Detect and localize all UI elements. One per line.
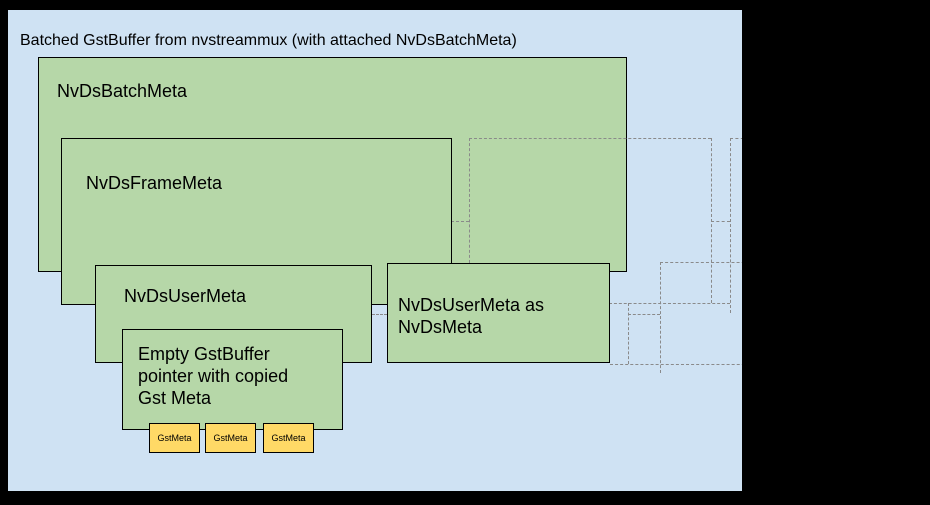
ghost-frame2-outline-top xyxy=(730,138,742,139)
gst-meta-chip: GstMeta xyxy=(263,423,314,453)
ghost-user-meta-as-outline-top xyxy=(660,262,742,263)
batch-meta-label: NvDsBatchMeta xyxy=(57,81,188,101)
ghost-user-meta-as-outline-left xyxy=(660,262,661,373)
frame-meta-label: NvDsFrameMeta xyxy=(86,173,223,193)
empty-gstbuffer-line-3: Gst Meta xyxy=(138,388,212,408)
empty-gstbuffer-line-1: Empty GstBuffer xyxy=(138,344,270,364)
ghost-connector-user-meta xyxy=(628,314,660,315)
ghost-connector-user-meta-as xyxy=(372,314,387,315)
batched-gstbuffer-container: Batched GstBuffer from nvstreammux (with… xyxy=(8,10,742,491)
ghost-frame2-outline-left xyxy=(730,138,731,313)
user-meta-as-line-2: NvDsMeta xyxy=(398,317,483,337)
gst-meta-chip: GstMeta xyxy=(149,423,200,453)
user-meta-as-line-1: NvDsUserMeta as xyxy=(398,295,545,315)
gst-meta-chip-label: GstMeta xyxy=(157,433,192,443)
empty-gstbuffer-line-2: pointer with copied xyxy=(138,366,289,386)
ghost-connector-frame-1 xyxy=(451,221,469,222)
user-meta-label: NvDsUserMeta xyxy=(124,286,247,306)
diagram-title: Batched GstBuffer from nvstreammux (with… xyxy=(20,32,517,49)
ghost-frame-outline-top xyxy=(469,138,711,139)
gst-meta-chip: GstMeta xyxy=(205,423,256,453)
ghost-frame-outline-bottom xyxy=(609,303,730,304)
empty-gstbuffer-label: Empty GstBuffer pointer with copied Gst … xyxy=(138,343,288,409)
gst-meta-chip-label: GstMeta xyxy=(213,433,248,443)
ghost-frame-outline-left xyxy=(469,138,470,263)
user-meta-as-nvdsmeta-box: NvDsUserMeta as NvDsMeta xyxy=(387,263,610,363)
empty-gstbuffer-box: Empty GstBuffer pointer with copied Gst … xyxy=(122,329,343,430)
user-meta-as-nvdsmeta-label: NvDsUserMeta as NvDsMeta xyxy=(398,294,544,338)
ghost-user-meta-outline-right xyxy=(628,303,629,364)
gst-meta-chip-label: GstMeta xyxy=(271,433,306,443)
ghost-connector-frame-2 xyxy=(711,221,730,222)
ghost-frame-outline-right xyxy=(711,138,712,303)
ghost-user-meta-as-outline-bottom xyxy=(610,364,742,365)
